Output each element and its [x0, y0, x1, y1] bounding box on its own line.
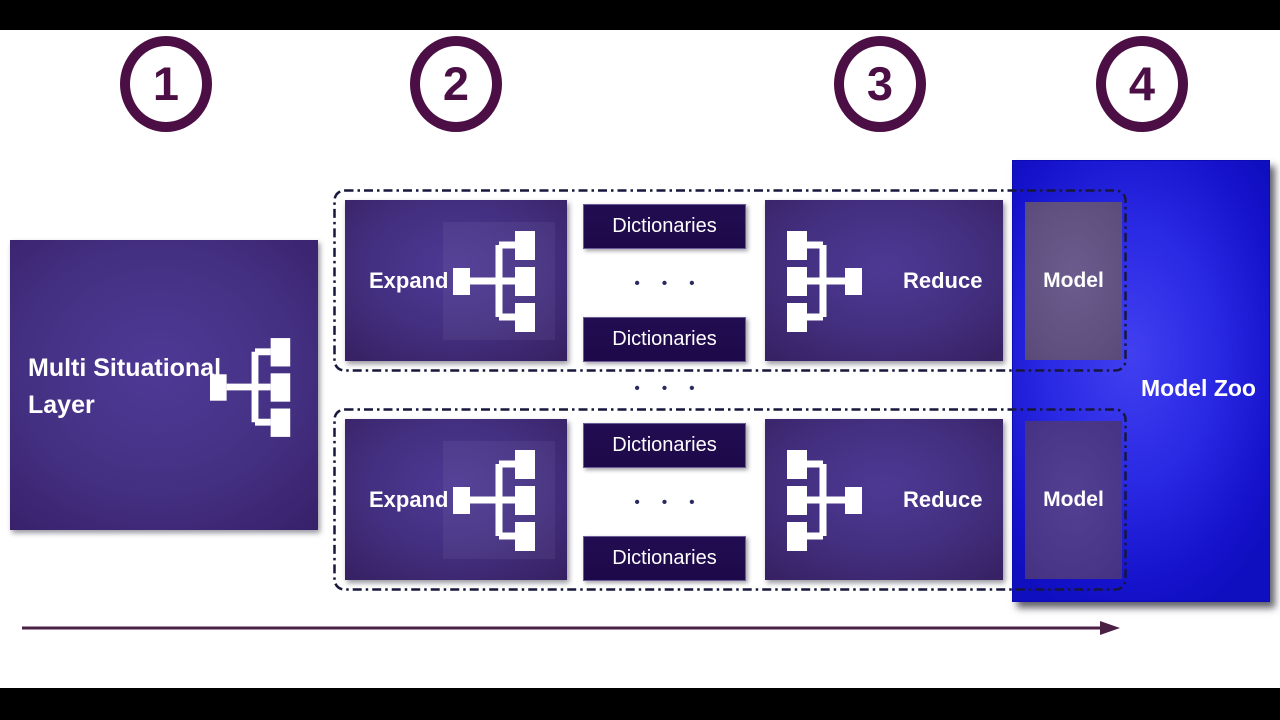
model-box: Model — [1025, 421, 1122, 579]
stage-2-badge: 2 — [410, 36, 502, 132]
pipeline-row-2: Expand Dictionaries • • • Dictionaries — [333, 408, 1127, 591]
tree-expand-icon — [453, 231, 535, 332]
stage-3-badge: 3 — [834, 36, 926, 132]
expand-label: Expand — [369, 267, 449, 293]
reduce-box: Reduce — [765, 200, 1003, 361]
dash-dot-border — [333, 189, 1127, 372]
multi-situational-layer-box: Multi Situational Layer — [10, 240, 318, 530]
tree-reduce-icon — [787, 450, 862, 551]
stage-4-number: 4 — [1128, 56, 1156, 110]
reduce-label: Reduce — [903, 267, 983, 293]
dash-dot-border — [333, 408, 1127, 591]
stage-1-badge: 1 — [120, 36, 212, 132]
reduce-label: Reduce — [903, 486, 983, 512]
timeline-arrow — [22, 621, 1120, 635]
dictionaries-box-top: Dictionaries — [583, 204, 746, 249]
pipeline-row-1: Expand Dictionaries • • • Dictionaries — [333, 189, 1127, 372]
expand-box: Expand — [345, 200, 567, 361]
bottom-letterbox-bar — [0, 688, 1280, 720]
stage-1-number: 1 — [152, 56, 180, 110]
multi-situational-layer-label: Multi Situational Layer — [28, 354, 222, 419]
dictionaries-box-top: Dictionaries — [583, 423, 746, 468]
expand-label: Expand — [369, 486, 449, 512]
model-label: Model — [1043, 269, 1104, 292]
tree-reduce-icon — [787, 231, 862, 332]
tree-expand-icon — [210, 338, 291, 437]
dictionaries-label: Dictionaries — [612, 547, 717, 569]
expand-box: Expand — [345, 419, 567, 580]
stage-3-number: 3 — [866, 56, 894, 110]
top-letterbox-bar — [0, 0, 1280, 30]
model-zoo-label: Model Zoo — [1141, 375, 1256, 401]
dictionaries-label: Dictionaries — [612, 328, 717, 350]
stage-2-number: 2 — [442, 56, 470, 110]
rows-ellipsis: • • • — [634, 379, 704, 397]
dictionaries-ellipsis: • • • — [634, 274, 704, 292]
dictionaries-label: Dictionaries — [612, 434, 717, 456]
dictionaries-label: Dictionaries — [612, 215, 717, 237]
stage-4-badge: 4 — [1096, 36, 1188, 132]
dictionaries-column: Dictionaries • • • Dictionaries — [583, 189, 746, 372]
dictionaries-column: Dictionaries • • • Dictionaries — [583, 408, 746, 591]
dictionaries-box-bottom: Dictionaries — [583, 536, 746, 581]
tree-expand-icon — [453, 450, 535, 551]
dictionaries-ellipsis: • • • — [634, 493, 704, 511]
model-label: Model — [1043, 488, 1104, 511]
reduce-box: Reduce — [765, 419, 1003, 580]
model-box: Model — [1025, 202, 1122, 360]
dictionaries-box-bottom: Dictionaries — [583, 317, 746, 362]
